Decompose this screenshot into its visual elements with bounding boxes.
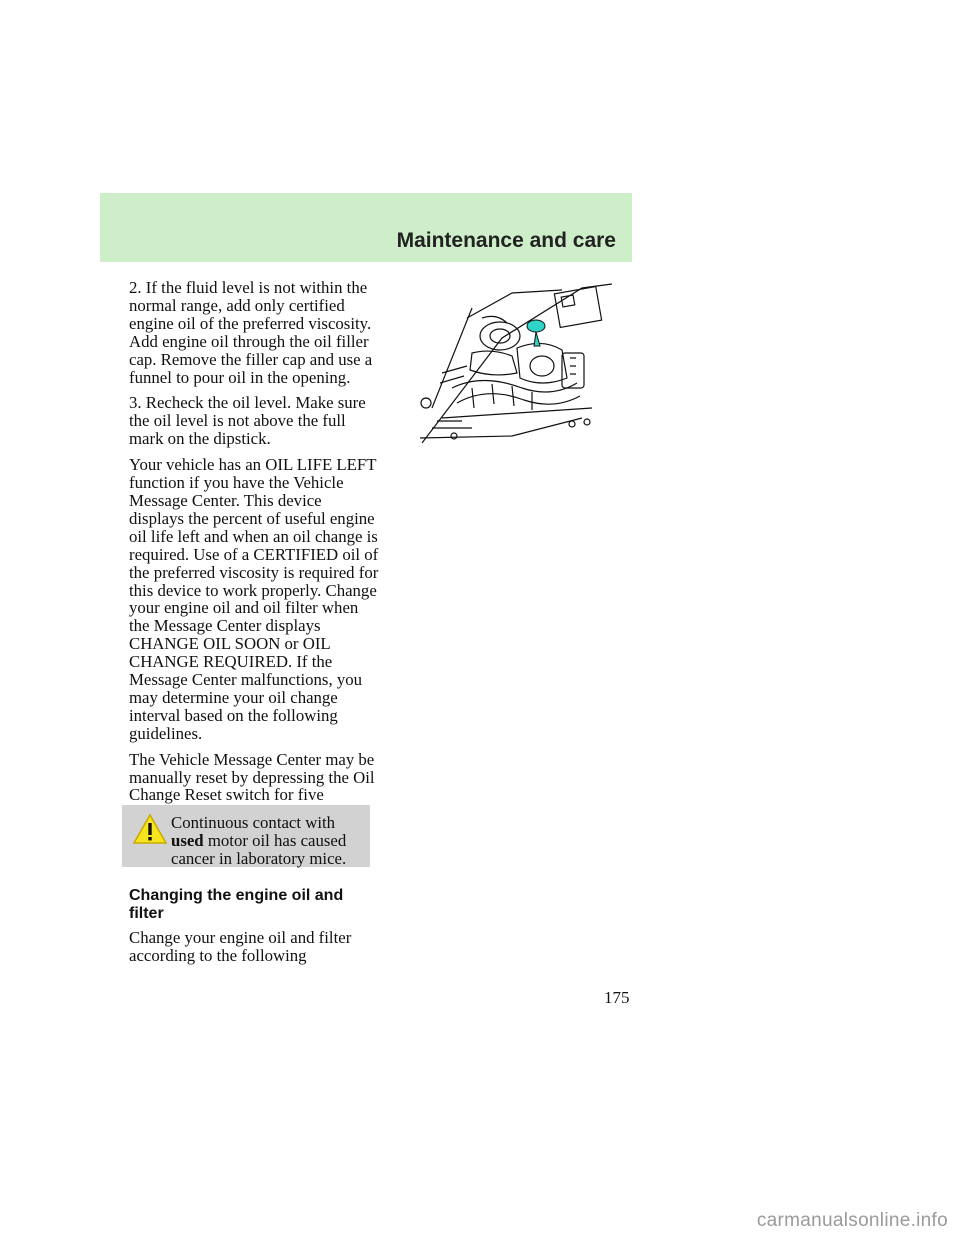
warning-line-1: Continuous contact with	[171, 813, 336, 832]
watermark: carmanualsonline.info	[756, 1210, 948, 1231]
paragraph-add-oil: 2. If the fluid level is not within the …	[129, 278, 373, 387]
paragraph-oil-life: Your vehicle has an OIL LIFE LEFT functi…	[129, 455, 379, 743]
page-number: 175	[604, 988, 630, 1007]
warning-bold-word: used	[171, 830, 204, 850]
oil-filler-cap-highlight	[526, 319, 546, 347]
engine-compartment-illustration	[419, 283, 612, 444]
section-header-band: Maintenance and care	[100, 193, 632, 262]
body-text-column: 2. If the fluid level is not within the …	[129, 279, 379, 830]
warning-rest: motor oil has caused cancer in laborator…	[171, 830, 347, 868]
paragraph-change-oil: Change your engine oil and filter accord…	[129, 928, 352, 965]
warning-triangle-icon	[132, 813, 168, 844]
subheading: Changing the engine oil and filter	[129, 887, 344, 922]
section-title: Maintenance and care	[396, 229, 616, 252]
paragraph-recheck-level: 3. Recheck the oil level. Make sure the …	[129, 393, 366, 449]
